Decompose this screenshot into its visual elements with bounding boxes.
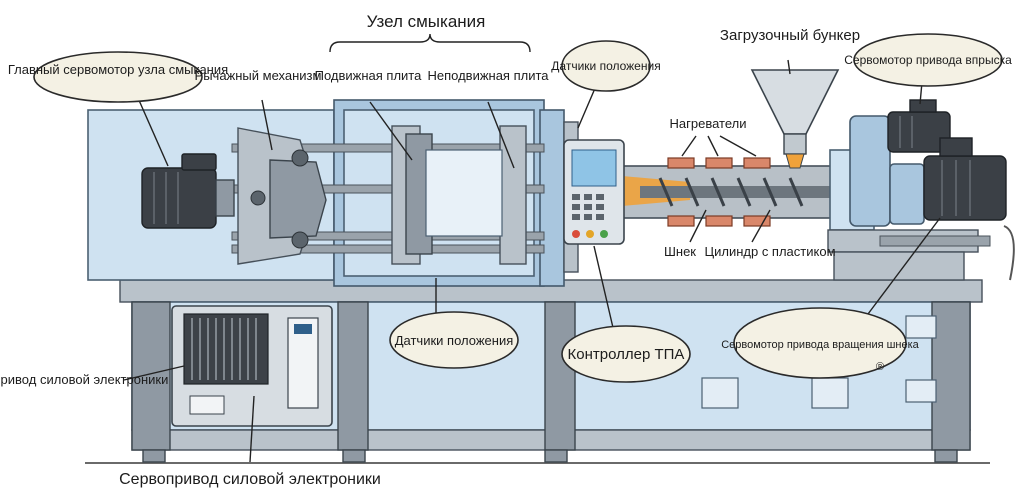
callout-controller [561, 325, 691, 383]
callout-position-sensors-bottom [389, 311, 519, 369]
callout-position-sensors-top [561, 40, 651, 92]
leader-lines [123, 33, 941, 463]
callout-main-servomotor [33, 51, 203, 103]
toggle-mechanism [237, 127, 327, 265]
label-main-servomotor-l1: Главный сервомотор узла смыкания [8, 62, 228, 77]
callout-rotation-servomotor [733, 307, 907, 379]
fixed-platen [539, 109, 565, 287]
label-power-servo-drive-side: Сервопривод силовой электроники [0, 372, 168, 387]
label-barrel: Цилиндр с пластиком [704, 244, 835, 259]
drive-cabinet-icon [171, 305, 333, 427]
clamp-servomotor-icon [141, 153, 235, 229]
callout-injection-servomotor [853, 33, 1003, 87]
rotation-servomotor-icon [889, 137, 1015, 281]
label-toggle-mechanism: Рычажный механизм [195, 68, 322, 83]
label-position-sensors-bottom: Датчики положения [395, 333, 514, 348]
label-controller: Контроллер ТПА [568, 346, 685, 363]
label-power-servo-drive-bottom: Сервопривод силовой электроники [119, 471, 381, 488]
label-screw: Шнек [664, 244, 696, 259]
injection-carriage [827, 115, 991, 281]
label-moving-platen: Подвижная плита [315, 68, 422, 83]
hopper [750, 69, 840, 169]
heater-bands [667, 157, 771, 227]
label-clamp-unit: Узел смыкания [367, 12, 486, 31]
moving-platen [391, 125, 527, 265]
barrel [601, 164, 833, 220]
label-rotation-servomotor: Сервомотор привода вращения шнека [721, 339, 919, 351]
control-panel-icon [563, 139, 625, 245]
label-main-servomotor: Главный сервомотор узла смыкания [8, 62, 228, 77]
label-position-sensors-top: Датчики положения [551, 59, 660, 73]
label-hopper: Загрузочный бункер [720, 27, 860, 44]
injection-servomotor-icon [887, 99, 951, 153]
tie-rods [231, 143, 545, 254]
label-injection-servomotor: Сервомотор привода впрыска [844, 53, 1012, 67]
vent-panels [701, 315, 937, 409]
registered-mark: ® [876, 361, 884, 373]
label-fixed-platen: Неподвижная плита [427, 68, 549, 83]
label-heaters: Нагреватели [670, 116, 747, 131]
